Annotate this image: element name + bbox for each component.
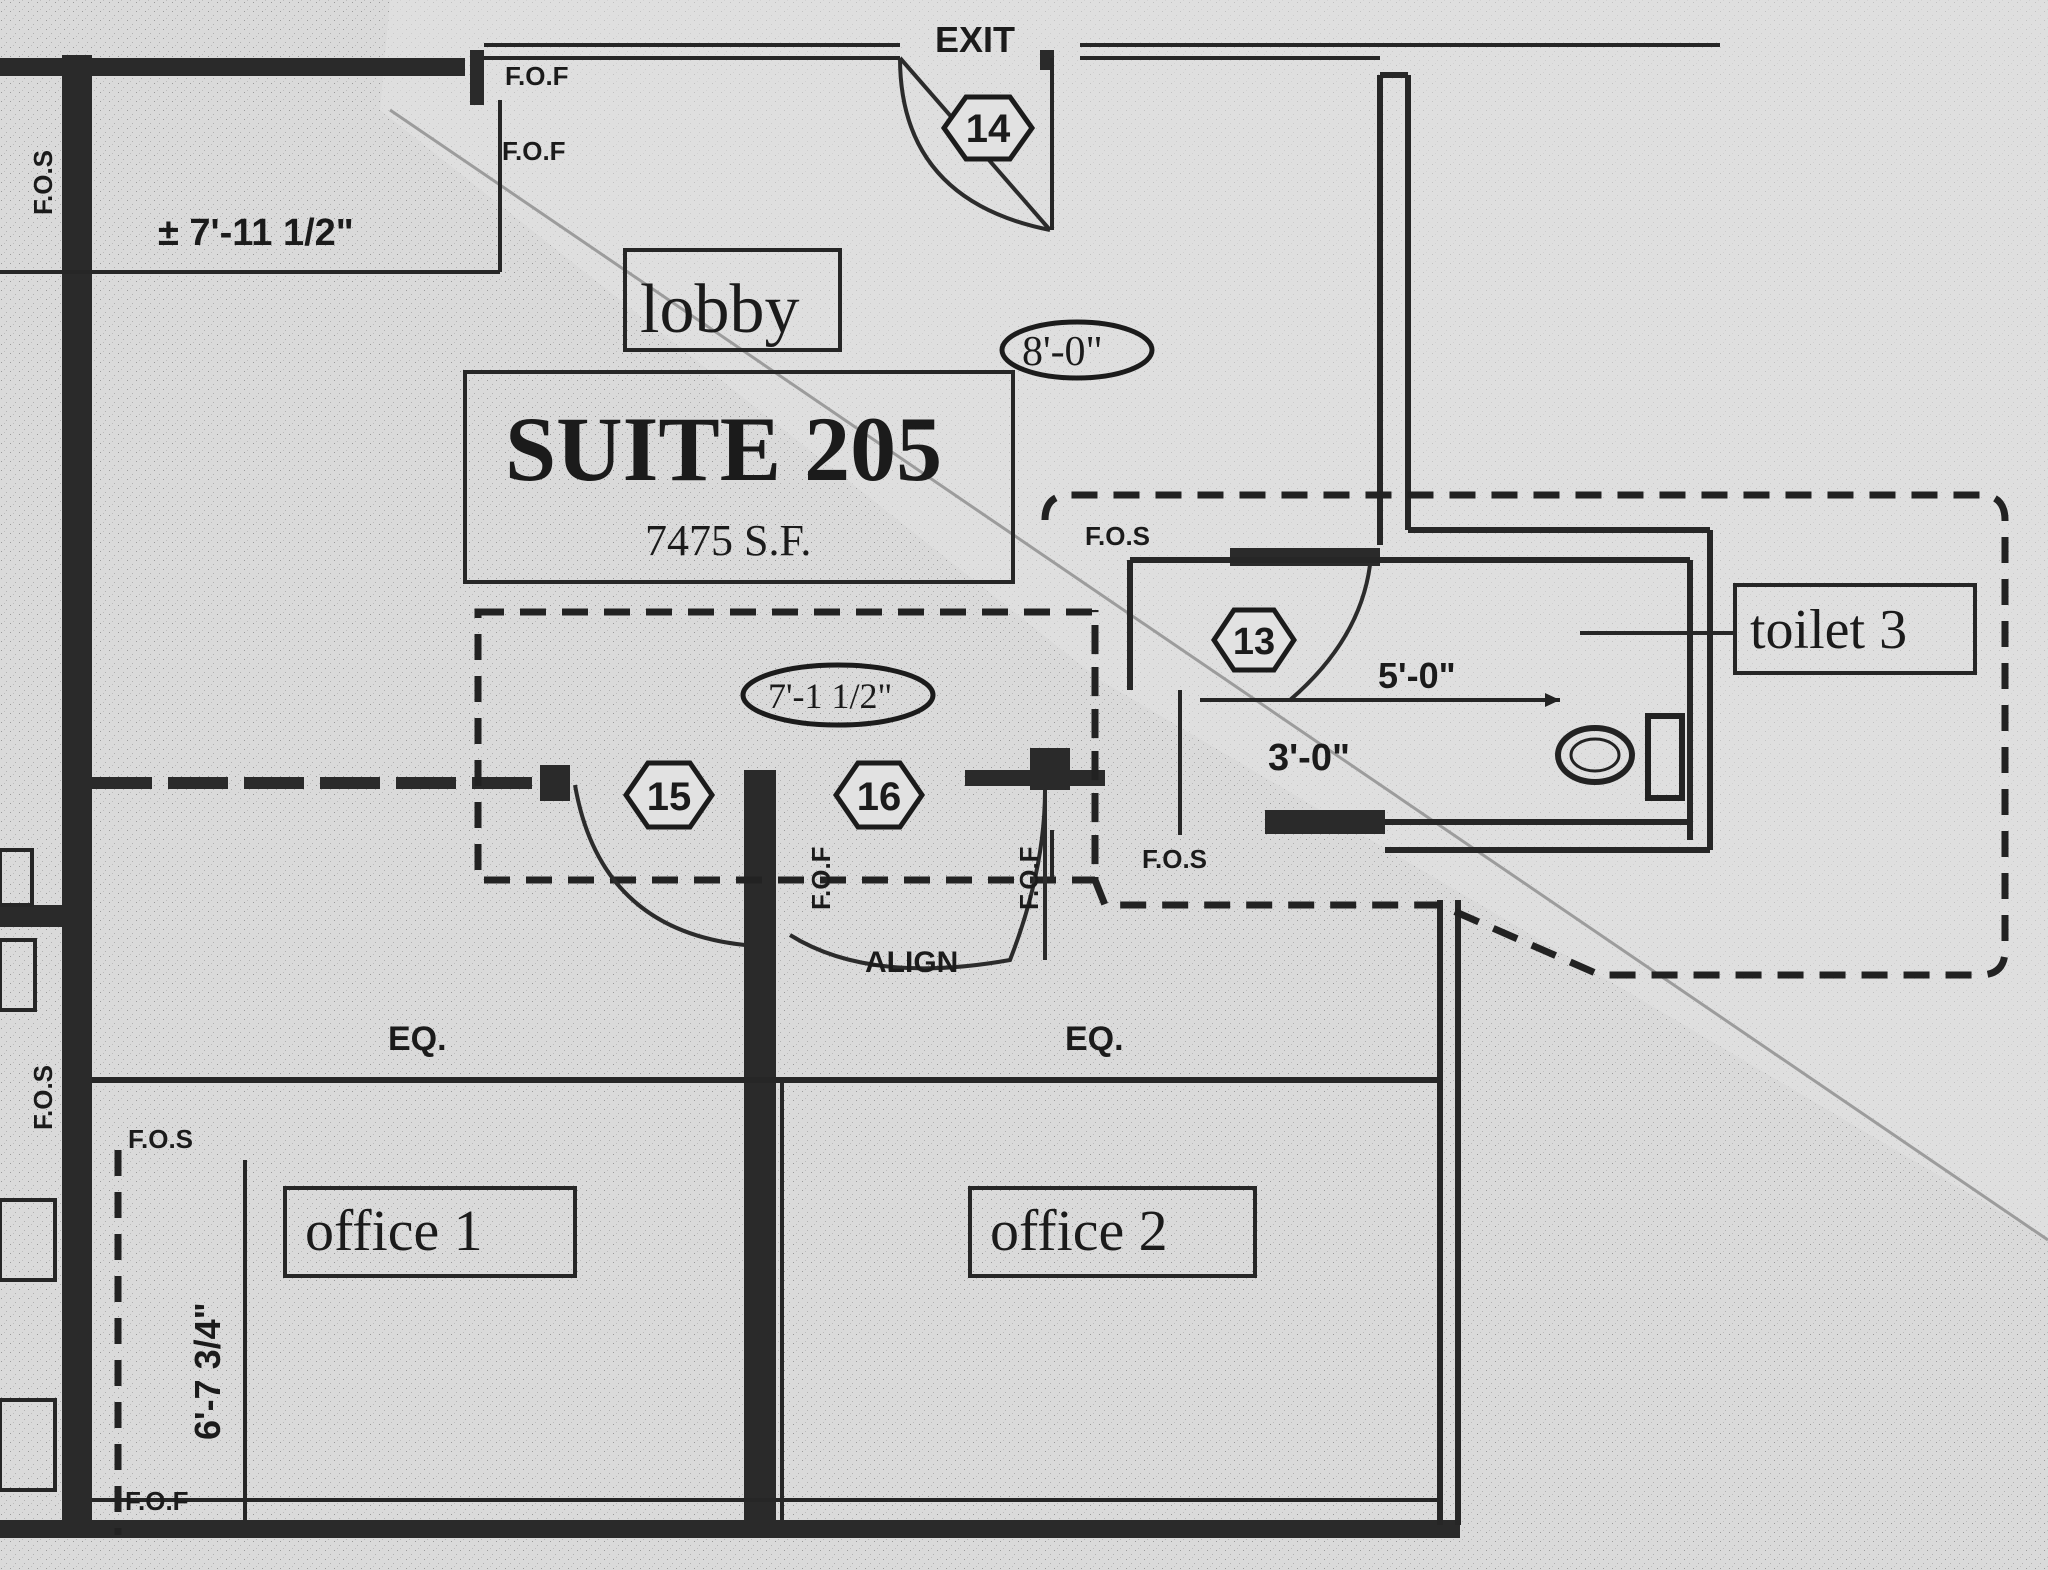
office2-label: office 2 (990, 1198, 1168, 1263)
note-fos-toilet-bottom: F.O.S (1142, 844, 1207, 874)
door-13-swing (1288, 564, 1372, 702)
exit-label: EXIT (935, 19, 1015, 60)
note-align: ALIGN (865, 946, 958, 979)
toilet-label: toilet 3 (1750, 599, 1907, 661)
wall-toilet-bottom-stub (1265, 810, 1385, 834)
toilet-tank (1645, 713, 1685, 801)
door-tag-14 (940, 94, 1036, 162)
left-edge-box-4 (0, 1398, 57, 1492)
wall-left-stub (0, 905, 65, 927)
vestibule-oval (740, 662, 936, 728)
toilet-width-arrow (1545, 693, 1560, 707)
door-tag-15-label: 15 (647, 775, 692, 819)
wall-left-vertical (62, 55, 92, 1525)
left-vertical-dimension: 6'-7 3/4" (187, 1302, 228, 1440)
note-fos-left-top: F.O.S (28, 150, 58, 215)
note-fof-vestibule-right: F.O.F (1014, 846, 1044, 910)
suite-area: 7475 S.F. (645, 516, 811, 565)
note-fof-top-1: F.O.F (505, 61, 569, 91)
left-edge-box-2 (0, 938, 37, 1012)
note-fof-office1: F.O.F (125, 1486, 189, 1516)
lobby-label-box (623, 248, 842, 352)
lobby-ceiling-oval (999, 319, 1155, 381)
door-tag-16-label: 16 (857, 775, 902, 819)
door-tag-15 (622, 760, 716, 830)
toilet-depth-dimension: 3'-0" (1268, 737, 1350, 779)
wall-mid-vertical (744, 770, 776, 1525)
door-16-swing (788, 789, 1047, 971)
wall-door-stub-left (470, 50, 484, 105)
wall-top-left (0, 58, 465, 76)
door-tag-16 (832, 760, 926, 830)
exit-door-swing (898, 57, 1051, 232)
note-fos-toilet-top: F.O.S (1085, 521, 1150, 551)
fold-line (389, 108, 2048, 1242)
left-edge-box-1 (0, 848, 34, 907)
folded-page-region (380, 0, 2048, 1240)
note-fof-vestibule-left: F.O.F (806, 846, 836, 910)
office1-label-box (283, 1186, 577, 1278)
wall-bottom (0, 1520, 1460, 1538)
office2-label-box (968, 1186, 1257, 1278)
door-tag-13 (1210, 607, 1298, 673)
door-tag-13-label: 13 (1233, 621, 1275, 663)
wall-vestibule-post (1030, 748, 1070, 790)
lobby-ceiling-dimension: 8'-0" (1022, 329, 1103, 375)
left-edge-box-3 (0, 1198, 57, 1282)
top-left-dimension: ± 7'-11 1/2" (158, 212, 354, 254)
toilet-width-dimension: 5'-0" (1378, 655, 1456, 696)
vestibule-dimension: 7'-1 1/2" (768, 676, 892, 716)
note-eq-right: EQ. (1065, 1020, 1124, 1058)
corridor-post (540, 765, 570, 801)
door-tag-14-label: 14 (966, 107, 1011, 151)
note-eq-left: EQ. (388, 1020, 447, 1058)
lobby-label: lobby (640, 271, 799, 348)
note-fof-top-2: F.O.F (502, 136, 566, 166)
office1-label: office 1 (305, 1198, 483, 1263)
toilet-bowl (1555, 725, 1635, 785)
toilet-bowl-inner (1569, 737, 1621, 773)
door-15-swing (573, 784, 746, 947)
toilet-dashed-outline (1041, 491, 2009, 979)
note-fos-left-mid: F.O.S (28, 1065, 58, 1130)
note-fos-office1: F.O.S (128, 1124, 193, 1154)
suite-title: SUITE 205 (505, 398, 942, 500)
suite-title-box (463, 370, 1015, 584)
toilet-label-box (1733, 583, 1977, 675)
